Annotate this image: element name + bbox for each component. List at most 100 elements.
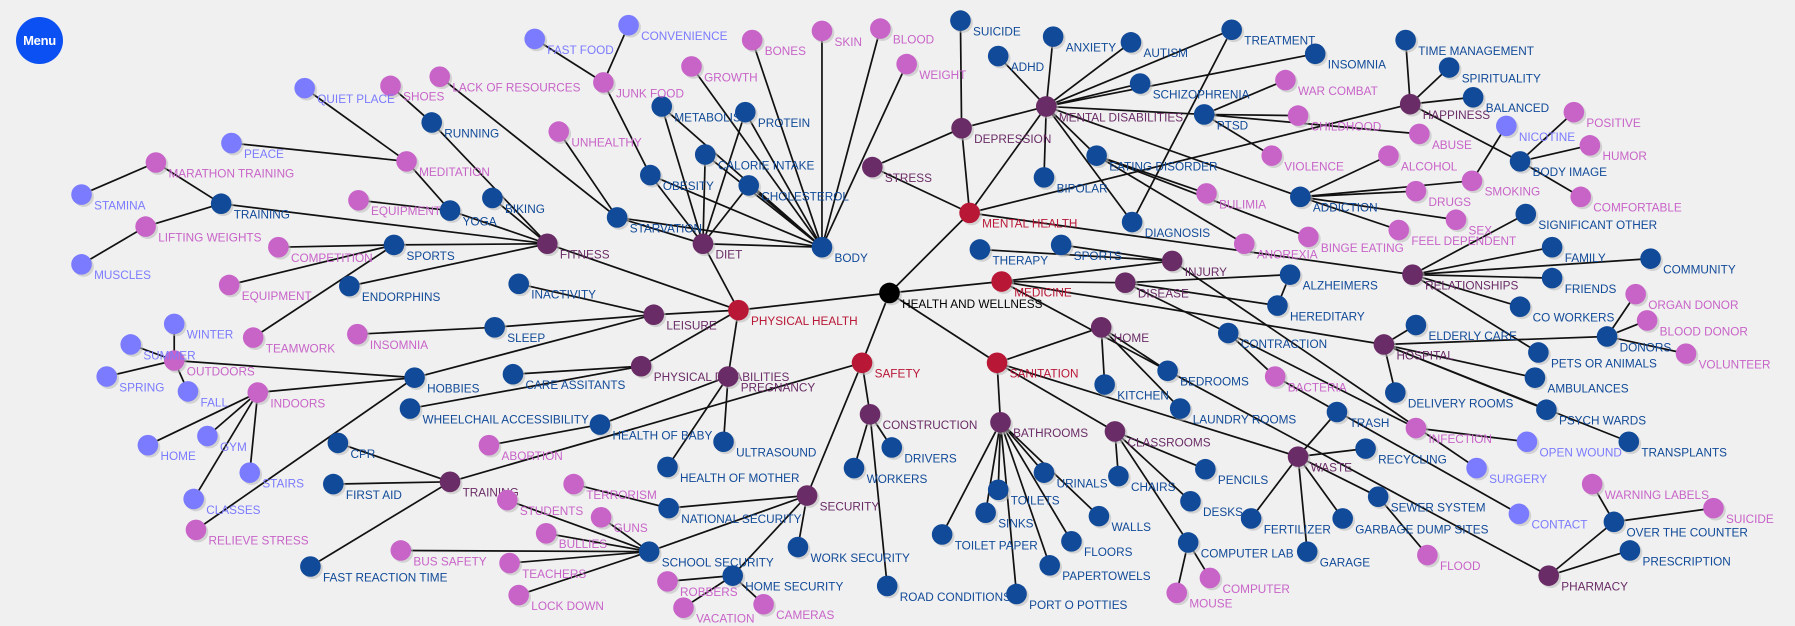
node-circle[interactable] [896, 53, 917, 75]
node-diet[interactable]: DIET [692, 233, 743, 262]
node-cpr[interactable]: CPR [327, 432, 376, 461]
node-anxiety[interactable]: ANXIETY [1042, 26, 1116, 54]
node-drivers[interactable]: DRIVERS [881, 437, 957, 465]
node-circle[interactable] [694, 144, 716, 165]
node-circle[interactable] [1061, 531, 1082, 552]
node-circle[interactable] [1033, 462, 1055, 483]
node-leisure[interactable]: LEISURE [643, 304, 717, 333]
node-prescription[interactable]: PRESCRIPTION [1619, 540, 1731, 568]
node-circle[interactable] [1516, 431, 1538, 453]
node-medicine[interactable]: MEDICINE [991, 271, 1072, 299]
node-circle[interactable] [1298, 226, 1319, 248]
node-competition[interactable]: COMPETITION [268, 236, 373, 265]
node-contraction[interactable]: CONTRACTION [1217, 322, 1327, 351]
node-circle[interactable] [1199, 567, 1221, 589]
node-security[interactable]: SECURITY [796, 485, 880, 513]
node-circle[interactable] [135, 216, 156, 237]
node-health-of-mother[interactable]: HEALTH OF MOTHER [657, 456, 799, 485]
node-circle[interactable] [1086, 145, 1107, 166]
node-kitchen[interactable]: KITCHEN [1094, 374, 1169, 402]
node-violence[interactable]: VIOLENCE [1261, 145, 1344, 174]
node-bones[interactable]: BONES [741, 29, 806, 58]
node-toilet-paper[interactable]: TOILET PAPER [931, 524, 1038, 552]
node-binge-eating[interactable]: BINGE EATING [1298, 226, 1404, 255]
node-circle[interactable] [1563, 101, 1585, 123]
node-circle[interactable] [210, 193, 232, 215]
node-suicide[interactable]: SUICIDE [950, 10, 1021, 38]
node-circle[interactable] [990, 411, 1011, 433]
node-terrorism[interactable]: TERRORISM [563, 473, 657, 502]
node-circle[interactable] [535, 523, 557, 544]
node-circle[interactable] [508, 273, 529, 295]
node-circle[interactable] [239, 462, 261, 483]
node-mouse[interactable]: MOUSE [1166, 582, 1233, 611]
node-circle[interactable] [1035, 96, 1057, 117]
node-circle[interactable] [1120, 32, 1142, 53]
node-sewer-system[interactable]: SEWER SYSTEM [1367, 486, 1486, 515]
node-circle[interactable] [1121, 211, 1143, 233]
node-circle[interactable] [1275, 69, 1296, 91]
node-sleep[interactable]: SLEEP [484, 317, 545, 345]
node-circle[interactable] [1108, 465, 1129, 487]
node-circle[interactable] [1570, 186, 1592, 208]
node-circle[interactable] [1332, 508, 1353, 529]
node-circle[interactable] [268, 236, 289, 258]
node-circle[interactable] [859, 403, 881, 425]
node-circle[interactable] [1405, 180, 1427, 202]
node-eating-disorder[interactable]: EATING DISORDER [1086, 145, 1218, 174]
node-circle[interactable] [881, 437, 903, 458]
node-circle[interactable] [618, 14, 639, 36]
node-hospital[interactable]: HOSPITAL [1373, 334, 1455, 362]
node-circle[interactable] [390, 540, 412, 561]
node-lock-down[interactable]: LOCK DOWN [508, 584, 604, 613]
node-classes[interactable]: CLASSES [183, 488, 261, 517]
node-circle[interactable] [931, 524, 953, 545]
node-growth[interactable]: GROWTH [681, 56, 758, 84]
node-health-and-wellness[interactable]: HEALTH AND WELLNESS [879, 282, 1043, 311]
node-circle[interactable] [638, 541, 660, 562]
node-circle[interactable] [1528, 342, 1549, 363]
node-fast-food[interactable]: FAST FOOD [524, 28, 614, 57]
node-relieve-stress[interactable]: RELIEVE STRESS [185, 519, 309, 548]
node-war-combat[interactable]: WAR COMBAT [1275, 69, 1378, 98]
node-circle[interactable] [482, 187, 503, 209]
node-laundry-rooms[interactable]: LAUNDRY ROOMS [1169, 398, 1297, 426]
node-peace[interactable]: PEACE [221, 132, 284, 161]
node-circle[interactable] [1581, 473, 1603, 495]
node-circle[interactable] [439, 200, 461, 221]
node-circle[interactable] [1267, 295, 1288, 316]
node-circle[interactable] [1367, 486, 1389, 507]
node-surgery[interactable]: SURGERY [1466, 457, 1547, 486]
node-equipment[interactable]: EQUIPMENT [348, 189, 441, 218]
node-circle[interactable] [1438, 57, 1460, 78]
node-port-o-potties[interactable]: PORT O POTTIES [1006, 583, 1128, 612]
node-family[interactable]: FAMILY [1541, 236, 1606, 265]
node-circle[interactable] [796, 485, 818, 506]
node-circle[interactable] [1409, 123, 1430, 145]
node-cholesterol[interactable]: CHOLESTEROL [738, 175, 849, 203]
node-circle[interactable] [1603, 511, 1625, 533]
node-circle[interactable] [137, 434, 159, 456]
node-diagnosis[interactable]: DIAGNOSIS [1121, 211, 1210, 240]
node-inactivity[interactable]: INACTIVITY [508, 273, 596, 302]
node-summer[interactable]: SUMMER [120, 334, 196, 362]
node-insomnia[interactable]: INSOMNIA [1304, 43, 1386, 72]
node-home[interactable]: HOME [137, 434, 196, 463]
node-circle[interactable] [1395, 29, 1416, 51]
node-circle[interactable] [1524, 367, 1546, 388]
node-shoes[interactable]: SHOES [380, 75, 444, 104]
node-circle[interactable] [1161, 250, 1183, 272]
node-circle[interactable] [1180, 490, 1201, 512]
node-circle[interactable] [1290, 186, 1311, 208]
node-circle[interactable] [1240, 508, 1262, 529]
node-circle[interactable] [1675, 343, 1697, 364]
node-bus-safety[interactable]: BUS SAFETY [390, 540, 487, 568]
node-schizophrenia[interactable]: SCHIZOPHRENIA [1129, 73, 1250, 101]
node-circle[interactable] [951, 117, 972, 139]
node-circle[interactable] [870, 18, 891, 39]
node-skin[interactable]: SKIN [811, 20, 862, 49]
node-circle[interactable] [950, 10, 971, 31]
node-feel-dependent[interactable]: FEEL DEPENDENT [1388, 219, 1516, 248]
node-safety[interactable]: SAFETY [851, 352, 921, 381]
node-home-security[interactable]: HOME SECURITY [722, 565, 843, 594]
